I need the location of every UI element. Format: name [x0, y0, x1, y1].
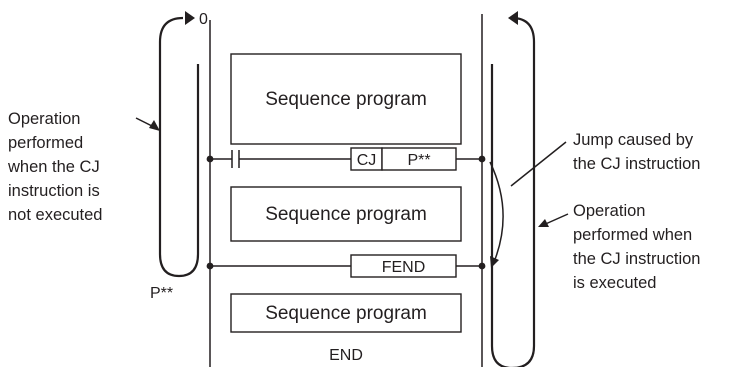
jump-arrowhead-icon [490, 256, 499, 268]
cj-instruction-label: CJ [357, 152, 377, 169]
executed-pointer-line [540, 213, 569, 227]
executed-loop-arrow-icon [508, 11, 518, 25]
annotation-executed: Operation performed when the CJ instruct… [573, 202, 705, 292]
cj-rung-left-junction [206, 155, 214, 163]
annotation-not-executed: Operation performed when the CJ instruct… [7, 110, 104, 224]
fend-rung-left-junction [206, 262, 214, 270]
fend-instruction-label: FEND [382, 259, 426, 276]
sequence-program-block-2 [230, 186, 462, 242]
end-label: END [329, 347, 363, 364]
annotation-jump: Jump caused by the CJ instruction [573, 131, 700, 173]
sequence-program-block-1 [230, 53, 462, 145]
executed-pointer-arrow-icon [538, 219, 549, 227]
step-zero-label: 0 [199, 11, 208, 28]
step-zero-arrow-icon [185, 11, 195, 25]
sequence-program-block-3 [230, 293, 462, 333]
cj-rung-right-junction [478, 155, 486, 163]
fend-rung-right-junction [478, 262, 486, 270]
executed-flow-loop [490, 16, 536, 367]
not-executed-pointer-arrow-icon [149, 120, 160, 131]
cj-pointer-label: P** [407, 152, 430, 169]
pointer-label: P** [150, 285, 173, 302]
sequence-program-label-2: Sequence program [265, 204, 427, 225]
jump-arc [489, 161, 504, 263]
not-executed-flow-loop [158, 16, 200, 278]
jump-pointer-line [510, 141, 567, 187]
sequence-program-label-3: Sequence program [265, 303, 427, 324]
sequence-program-label-1: Sequence program [265, 89, 427, 110]
